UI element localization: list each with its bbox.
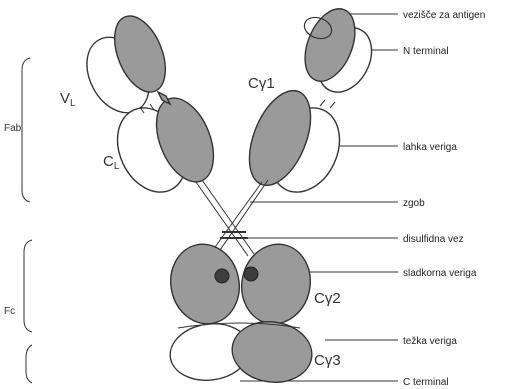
cl-label: CL — [103, 153, 120, 172]
sugar-chain-label: sladkorna veriga — [403, 268, 477, 279]
antigen-site-label: vezišče za antigen — [403, 10, 485, 21]
light-chain-label: lahka veriga — [403, 142, 457, 153]
fc-ch3-domains — [166, 317, 315, 388]
fc-bracket — [24, 240, 32, 383]
disulfide-label: disulfidna vez — [403, 234, 464, 245]
c-terminal-label: C terminal — [403, 377, 449, 388]
cg3-label: Cγ3 — [314, 352, 341, 369]
n-terminal-label: N terminal — [403, 46, 449, 57]
right-ch2-domain — [234, 238, 317, 330]
fab-label: Fab — [4, 123, 22, 134]
fc-label: Fc — [4, 306, 15, 317]
fc-ch2-domains — [163, 238, 317, 330]
left-ch2-domain — [163, 238, 246, 330]
cg2-label: Cγ2 — [314, 290, 341, 307]
heavy-chain-label: težka veriga — [403, 336, 457, 347]
cg1-label: Cγ1 — [248, 75, 275, 92]
vl-label: VL — [60, 90, 76, 109]
fab-bracket — [22, 58, 30, 202]
hinge-label: zgob — [403, 198, 425, 209]
right-ch3-domain — [228, 317, 316, 388]
